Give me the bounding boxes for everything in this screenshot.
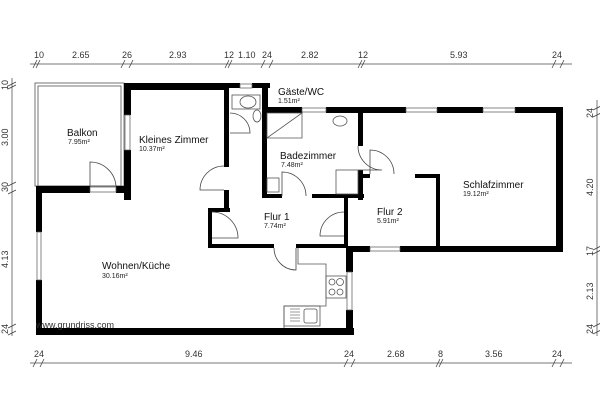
room-area: 7.95m² [68, 139, 90, 146]
room-wohnen-kueche: Wohnen/Küche 30.16m² [102, 261, 171, 280]
washer-icon [266, 177, 280, 193]
dim-left-3: 4.13 [0, 250, 10, 268]
dim-right-3: 2.13 [585, 282, 595, 300]
dimension-bottom: 24 9.46 24 2.68 8 3.56 24 [30, 349, 572, 368]
dim-top-7: 2.82 [301, 50, 319, 60]
room-name: Flur 2 [377, 207, 403, 218]
toilet-icon [239, 95, 257, 109]
room-area: 5.91m² [377, 218, 399, 225]
room-name: Badezimmer [280, 151, 337, 162]
dim-right-4: 24 [585, 324, 595, 334]
dim-top-0: 10 [34, 50, 44, 60]
dim-right-1: 4.20 [585, 178, 595, 196]
dim-left-0: 10 [0, 80, 10, 90]
room-name: Schlafzimmer [463, 180, 524, 191]
room-name: Flur 1 [264, 212, 290, 223]
room-kleines-zimmer: Kleines Zimmer 10.37m² [139, 135, 209, 153]
stove-icon [325, 275, 347, 299]
room-area: 10.37m² [139, 146, 165, 153]
room-flur-1: Flur 1 7.74m² [264, 212, 290, 230]
room-name: Gäste/WC [278, 87, 324, 98]
dim-top-3: 2.93 [169, 50, 187, 60]
dim-bottom-0: 24 [34, 349, 44, 359]
dimension-right: 24 4.20 17 2.13 24 [585, 100, 600, 336]
room-area: 30.16m² [102, 273, 128, 280]
wc-frame [231, 94, 261, 110]
dim-right-2: 17 [585, 246, 595, 256]
dim-right-0: 24 [585, 108, 595, 118]
dim-left-2: 30 [0, 182, 10, 192]
dim-top-2: 26 [122, 50, 132, 60]
dim-top-5: 1.10 [238, 50, 256, 60]
room-flur-2: Flur 2 5.91m² [377, 207, 403, 225]
room-balkon: Balkon 7.95m² [67, 128, 98, 146]
room-name: Wohnen/Küche [102, 261, 171, 272]
room-badezimmer: Badezimmer 7.48m² [280, 151, 337, 169]
shower-icon [266, 112, 304, 139]
walls [36, 83, 563, 335]
dim-top-10: 24 [552, 50, 562, 60]
room-area: 1.51m² [278, 98, 300, 105]
room-schlafzimmer: Schlafzimmer 19.12m² [463, 180, 524, 198]
dim-bottom-5: 3.56 [485, 349, 503, 359]
dim-bottom-2: 24 [344, 349, 354, 359]
room-name: Kleines Zimmer [139, 135, 209, 146]
dim-bottom-4: 8 [438, 349, 443, 359]
doors [89, 112, 395, 271]
dim-top-6: 24 [262, 50, 272, 60]
bath-sink-icon [332, 115, 348, 127]
dim-bottom-1: 9.46 [185, 349, 203, 359]
dim-top-4: 12 [224, 50, 234, 60]
dimension-left: 10 3.00 30 4.13 24 [0, 78, 17, 336]
kitchen-sink-icon [283, 305, 321, 327]
dim-bottom-3: 2.68 [387, 349, 405, 359]
windows [36, 83, 516, 311]
dim-bottom-6: 24 [552, 349, 562, 359]
fixtures [231, 94, 359, 328]
dim-top-8: 12 [358, 50, 368, 60]
watermark: www.grundriss.com [35, 320, 114, 330]
room-name: Balkon [67, 128, 98, 139]
dim-top-9: 5.93 [450, 50, 468, 60]
dim-top-1: 2.65 [72, 50, 90, 60]
shower-tray-icon [335, 169, 359, 195]
dim-left-1: 3.00 [0, 128, 10, 146]
room-area: 19.12m² [463, 191, 489, 198]
sink-icon [252, 109, 262, 123]
room-area: 7.74m² [264, 223, 286, 230]
room-area: 7.48m² [281, 162, 303, 169]
dim-left-4: 24 [0, 324, 10, 334]
room-gaeste-wc: Gäste/WC 1.51m² [278, 87, 324, 105]
dimension-top: 10 2.65 26 2.93 12 1.10 24 2.82 12 5.93 … [30, 50, 572, 69]
